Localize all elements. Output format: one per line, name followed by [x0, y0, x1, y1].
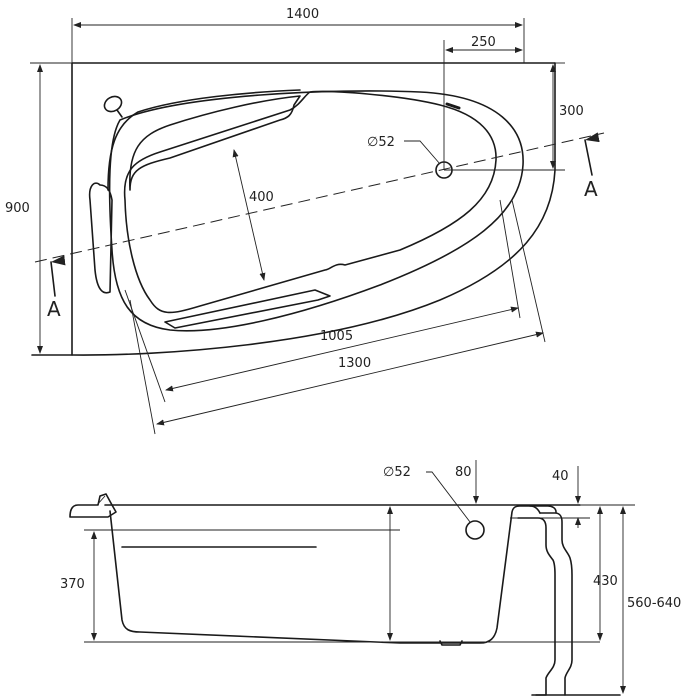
dim-overall-length: 1400 — [71, 7, 525, 63]
support-foot-inner — [517, 517, 556, 696]
dim-560-640-label: 560-640 — [627, 596, 681, 611]
section-arrow-left — [50, 255, 66, 297]
section-line-a-a — [34, 132, 605, 263]
overflow-hole — [465, 520, 485, 540]
section-arrow-right — [584, 132, 600, 176]
left-rim-lip — [69, 493, 117, 518]
dim-300-label: 300 — [559, 104, 584, 119]
section-view: ∅52 80 40 370 430 560-640 — [60, 460, 681, 696]
dim-40-label: 40 — [552, 469, 569, 484]
dim-drain-offset-y: 300 — [444, 62, 584, 171]
waste-outlet — [439, 640, 463, 646]
dim-250-label: 250 — [471, 35, 496, 50]
tub-shell — [88, 89, 524, 332]
support-foot-outer — [539, 512, 573, 696]
dim-370-label: 370 — [60, 577, 85, 592]
dim-inner-length: 1005 — [124, 199, 521, 403]
drain-leader-line — [404, 140, 441, 165]
dim-overall-width: 900 — [5, 62, 72, 354]
dim-diagonal-length: 1300 — [129, 199, 546, 435]
tub-shell-profile — [109, 505, 541, 644]
section-drain-diameter-label: ∅52 — [383, 465, 411, 480]
dim-1005-label: 1005 — [320, 329, 353, 344]
dim-400-label: 400 — [249, 190, 274, 205]
dim-drain-offset-x: 250 — [443, 35, 523, 170]
section-mark-right: A — [584, 177, 598, 201]
dim-430-label: 430 — [593, 574, 618, 589]
dim-1400-label: 1400 — [286, 7, 319, 22]
drain-diameter-label: ∅52 — [367, 135, 395, 150]
section-mark-left: A — [47, 297, 61, 321]
dim-900-label: 900 — [5, 201, 30, 216]
dim-80-label: 80 — [455, 465, 472, 480]
dim-inner-width: 400 — [232, 149, 274, 281]
top-view: ∅52 A A 1400 250 300 — [5, 7, 605, 435]
dim-1300-label: 1300 — [338, 356, 371, 371]
overflow-leader-line — [426, 471, 471, 523]
